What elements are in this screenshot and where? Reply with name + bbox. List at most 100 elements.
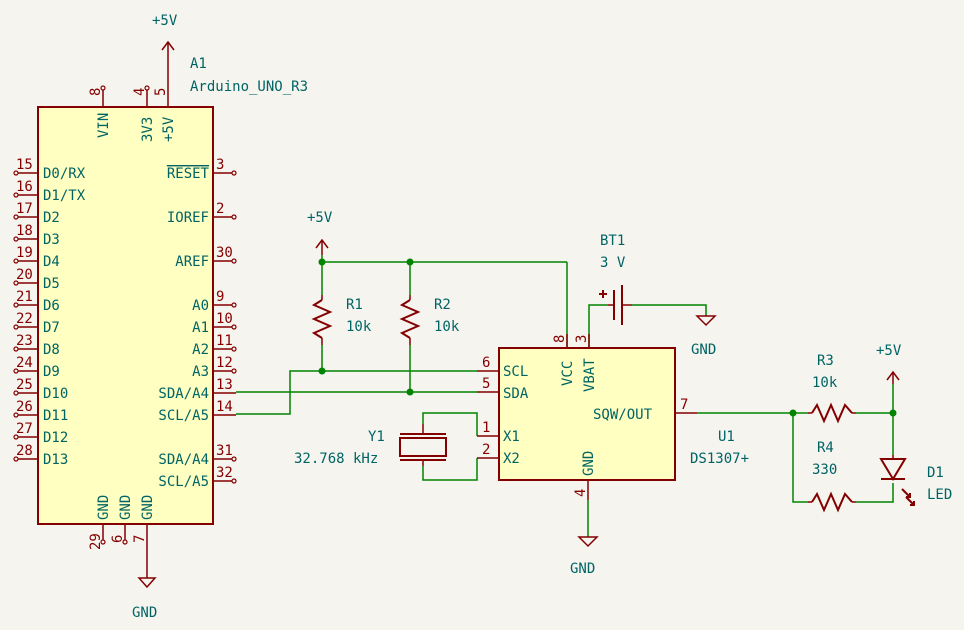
u1-pin-name: X1	[503, 429, 520, 445]
arduino-pin-name: VIN	[96, 113, 112, 138]
arduino-pin-name: D5	[43, 276, 60, 292]
bt1-value: 3 V	[600, 255, 626, 271]
led-d1[interactable]: D1 LED	[879, 455, 952, 506]
r3-ref: R3	[817, 353, 834, 369]
u1-pin-num: 3	[574, 335, 590, 343]
arduino-pin-num: 6	[110, 535, 126, 543]
arduino-pin-num: 30	[216, 245, 233, 261]
pin-endpoint	[13, 192, 19, 198]
pin-endpoint	[13, 324, 19, 330]
wires	[236, 255, 894, 537]
r2-value: 10k	[434, 319, 460, 335]
resistor-r4[interactable]: R4 330	[808, 440, 856, 513]
u1-pin-num: 8	[552, 335, 568, 343]
bt1-ref: BT1	[600, 233, 625, 249]
arduino-pin-num: 24	[16, 355, 33, 371]
arduino-pin-num: 9	[216, 289, 224, 305]
gnd-label: GND	[691, 342, 716, 358]
crystal-y1[interactable]: Y1 32.768 kHz	[294, 424, 447, 467]
u1-pin-num: 7	[680, 397, 688, 413]
arduino-pin-name: SDA/A4	[158, 452, 209, 468]
arduino-pin-num: 27	[16, 421, 33, 437]
arduino-pin-num: 29	[88, 533, 104, 550]
resistor-r1[interactable]: R1 10k	[311, 295, 372, 345]
arduino-pin-name: +5V	[161, 116, 177, 142]
arduino-pin-num: 11	[216, 333, 233, 349]
gnd-arduino: GND	[132, 577, 157, 621]
pin-endpoint	[231, 324, 237, 330]
arduino-pin-name: D4	[43, 254, 60, 270]
pin-endpoint	[122, 539, 128, 545]
pin-endpoint	[231, 258, 237, 264]
arduino-pin-name: D10	[43, 386, 68, 402]
arduino-body	[37, 106, 214, 525]
pin-endpoint	[231, 456, 237, 462]
u1-pin-num: 1	[482, 420, 490, 436]
pin-endpoint	[13, 434, 19, 440]
arduino-pin-num: 25	[16, 377, 33, 393]
resistor-r2[interactable]: R2 10k	[399, 295, 460, 345]
d1-ref: D1	[927, 465, 944, 481]
u1-value: DS1307+	[690, 451, 749, 467]
gnd-battery: GND	[691, 315, 717, 358]
gnd-label: GND	[570, 561, 595, 577]
arduino-pin-name: SCL/A5	[158, 474, 209, 490]
arduino-pin-num: 3	[216, 157, 224, 173]
arduino-pin-num: 14	[216, 399, 233, 415]
u1-pin-name: VBAT	[582, 358, 598, 392]
r1-value: 10k	[346, 319, 372, 335]
arduino-pin-num: 7	[132, 535, 148, 543]
arduino-pin-name: D3	[43, 232, 60, 248]
arduino-pin-name: D0/RX	[43, 166, 86, 182]
ds1307-body	[498, 347, 676, 481]
arduino-pin-num: 18	[16, 223, 33, 239]
u1-pin-name: SDA	[503, 386, 529, 402]
arduino-symbol[interactable]: A1 Arduino_UNO_R3 15D0/RX16D1/TX17D218D3…	[13, 56, 308, 578]
pin-endpoint	[13, 302, 19, 308]
arduino-pin-num: 20	[16, 267, 33, 283]
pin-endpoint	[100, 85, 106, 91]
arduino-pin-num: 4	[132, 88, 148, 96]
u1-pin-num: 4	[573, 489, 589, 497]
pin-endpoint	[13, 346, 19, 352]
arduino-pin-num: 10	[216, 311, 233, 327]
r4-ref: R4	[817, 440, 834, 456]
power-5v-arduino: +5V	[152, 13, 178, 80]
arduino-pin-num: 12	[216, 355, 233, 371]
u1-pin-name: GND	[581, 451, 597, 476]
arduino-pin-num: 8	[88, 88, 104, 96]
pin-endpoint	[144, 85, 150, 91]
pin-endpoint	[13, 368, 19, 374]
u1-pin-num: 2	[482, 442, 490, 458]
arduino-pin-name: 3V3	[140, 117, 156, 142]
r3-value: 10k	[812, 375, 838, 391]
u1-ref: U1	[718, 429, 735, 445]
y1-ref: Y1	[368, 429, 385, 445]
arduino-pin-name: D8	[43, 342, 60, 358]
u1-pin-num: 6	[482, 355, 490, 371]
power-5v-label: +5V	[876, 343, 902, 359]
arduino-pin-num: 16	[16, 179, 33, 195]
d1-value: LED	[927, 487, 952, 503]
pin-endpoint	[231, 368, 237, 374]
arduino-pin-num: 23	[16, 333, 33, 349]
pin-endpoint	[13, 236, 19, 242]
pin-endpoint	[13, 170, 19, 176]
u1-pin-name: SCL	[503, 364, 528, 380]
pin-endpoint	[13, 456, 19, 462]
pin-endpoint	[13, 214, 19, 220]
arduino-pin-name: GND	[140, 495, 156, 520]
battery-bt1[interactable]: BT1 3 V	[599, 233, 632, 325]
power-5v-pullups: +5V	[307, 210, 333, 255]
arduino-pin-num: 32	[216, 465, 233, 481]
arduino-pin-name: A1	[192, 320, 209, 336]
ds1307-symbol[interactable]: 6 5 1 2 SCL SDA X1 X2 8 3 VCC VBAT 7 SQW…	[477, 334, 749, 500]
resistor-r3[interactable]: R3 10k	[808, 353, 856, 424]
arduino-pin-name: IOREF	[167, 210, 209, 226]
arduino-pin-num: 26	[16, 399, 33, 415]
arduino-pin-name: D7	[43, 320, 60, 336]
junctions	[318, 258, 897, 417]
arduino-pin-name: D12	[43, 430, 68, 446]
pin-endpoint	[13, 258, 19, 264]
